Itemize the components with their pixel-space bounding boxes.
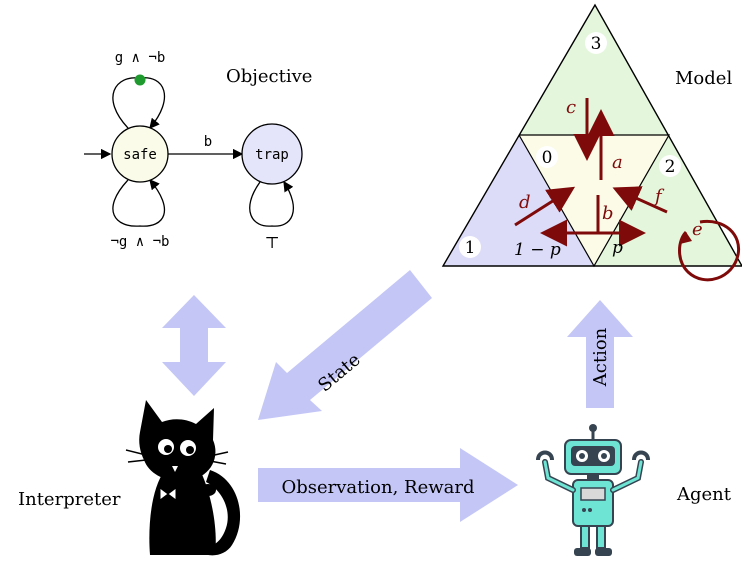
transition-label: b: [204, 134, 212, 150]
trap-self-loop: [249, 180, 294, 227]
action-arrows: [514, 98, 741, 282]
region-0-label: 0: [542, 148, 553, 168]
action-label-c: c: [566, 97, 576, 118]
trap-state-label: trap: [255, 147, 289, 163]
action-arrow: [567, 300, 633, 408]
action-label: Action: [590, 327, 611, 387]
objective-title: Objective: [226, 66, 312, 87]
arrow-d: [514, 186, 576, 227]
trap-loop-label: ⊤: [264, 233, 279, 252]
region-1-label: 1: [465, 238, 476, 258]
accepting-dot: [134, 74, 146, 86]
region-0: [519, 135, 669, 266]
flow-arrows: [162, 270, 633, 522]
observation-label: Observation, Reward: [281, 477, 474, 498]
trap-state: [241, 123, 303, 185]
robot-icon: [536, 424, 650, 556]
agent: Agent: [536, 424, 732, 556]
action-label-e: e: [692, 219, 703, 240]
action-label-d: d: [519, 192, 531, 213]
cat-icon: [125, 400, 241, 556]
state-arrow: [258, 270, 432, 420]
observation-arrow: [258, 448, 518, 522]
region-1-badge: [459, 236, 481, 258]
action-label-b: b: [602, 203, 614, 224]
safe-state-label: safe: [123, 147, 157, 163]
objective-automaton: Objective g ∧ ¬b ¬g ∧ ¬b safe b trap ⊤: [84, 50, 312, 252]
interpreter: Interpreter: [18, 400, 241, 556]
interpreter-label: Interpreter: [18, 489, 121, 510]
safe-loop-bottom-label: ¬g ∧ ¬b: [110, 234, 169, 250]
region-3: [519, 5, 669, 135]
probability-right: p: [612, 238, 623, 258]
safe-self-loop-bottom: [112, 179, 166, 227]
safe-loop-top-label: g ∧ ¬b: [115, 50, 166, 66]
arrow-f: [612, 186, 668, 214]
arrow-e-head: [680, 232, 692, 244]
model-triangle: Model 3 0 1 2 c: [441, 3, 742, 282]
arrow-e-loop: [678, 219, 741, 282]
region-0-badge: [536, 146, 558, 168]
region-3-label: 3: [591, 34, 602, 54]
agent-label: Agent: [676, 484, 732, 505]
region-3-badge: [585, 32, 607, 54]
action-label-a: a: [612, 152, 623, 173]
probability-left: 1 − p: [514, 240, 561, 260]
region-2-badge: [659, 155, 681, 177]
model-title: Model: [675, 68, 732, 89]
region-2-label: 2: [665, 157, 676, 177]
double-arrow-objective-interpreter: [162, 295, 226, 396]
